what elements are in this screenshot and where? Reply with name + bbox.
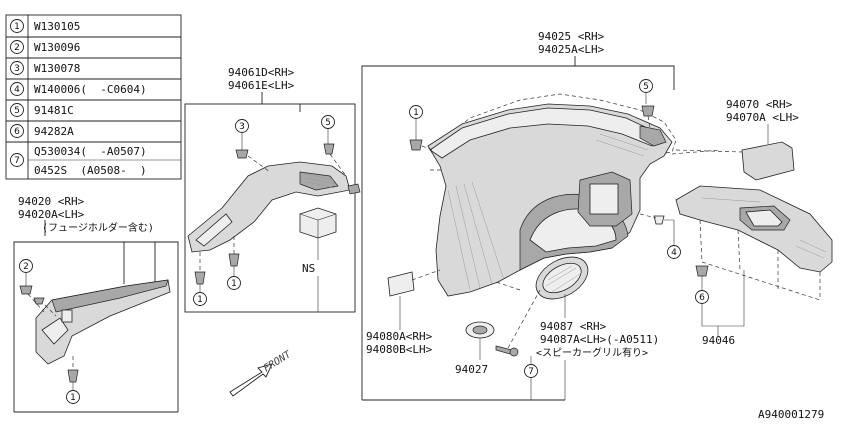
callout-3: 3 (239, 122, 245, 132)
clip-icon (19, 285, 33, 295)
clip-icon (695, 265, 709, 277)
label-94020-note: (フュージホルダー含む) (42, 221, 154, 234)
legend-num-1: 1 (14, 22, 20, 32)
clip-icon (653, 215, 665, 225)
group-94020: 94020 <RH> 94020A<LH> (フュージホルダー含む) 2 1 (13, 195, 179, 413)
label-94025-lh: 94025A<LH> (538, 43, 605, 56)
callout-1-d: 1 (413, 108, 419, 118)
label-ns: NS (302, 262, 315, 275)
callout-1-c: 1 (231, 279, 237, 289)
legend-num-7: 7 (14, 156, 20, 166)
callout-5-b: 5 (643, 82, 649, 92)
label-94087-lh: 94087A<LH>(-A0511) (540, 333, 659, 346)
label-94070-lh: 94070A <LH> (726, 111, 799, 124)
clip-icon (235, 149, 249, 159)
legend-num-4: 4 (14, 85, 20, 95)
figure-id: A940001279 (758, 408, 824, 421)
label-94027: 94027 (455, 363, 488, 376)
front-label: FRONT (262, 349, 294, 375)
legend-code-7b: 0452S (A0508- ) (34, 164, 147, 177)
legend-code-2: W130096 (34, 41, 80, 54)
label-94087-note: <スピーカーグリル有り> (536, 346, 648, 359)
callout-4: 4 (671, 248, 677, 258)
clip-icon (409, 139, 423, 151)
label-94020-lh: 94020A<LH> (18, 208, 85, 221)
label-94080-rh: 94080A<RH> (366, 330, 433, 343)
callout-7: 7 (528, 367, 534, 377)
label-94070-rh: 94070 <RH> (726, 98, 793, 111)
group-94025: 94025 <RH> 94025A<LH> 1 5 (361, 30, 681, 401)
label-94087-rh: 94087 <RH> (540, 320, 607, 333)
clip-icon (194, 271, 206, 285)
legend-code-6: 94282A (34, 125, 74, 138)
clip-icon (641, 105, 655, 117)
group-94070: 94070 <RH> 94070A <LH> (671, 98, 799, 181)
legend-num-5: 5 (14, 106, 20, 116)
group-94061: 94061D<RH> 94061E<LH> NS 3 5 (184, 66, 361, 313)
legend-table: 1 2 3 4 5 6 7 W130105 W130096 W130078 W1… (5, 14, 182, 180)
clip-icon (323, 143, 335, 155)
group-94046: 6 94046 (675, 185, 833, 347)
clip-icon (228, 253, 240, 267)
callout-5-a: 5 (325, 118, 331, 128)
label-94061-lh: 94061E<LH> (228, 79, 295, 92)
legend-code-3: W130078 (34, 62, 80, 75)
legend-num-2: 2 (14, 43, 20, 53)
front-arrow: FRONT (229, 349, 294, 397)
callout-2-a: 2 (23, 262, 29, 272)
screw-icon (495, 345, 513, 355)
legend-num-6: 6 (14, 127, 20, 137)
cover-94070 (741, 141, 795, 181)
label-94061-rh: 94061D<RH> (228, 66, 295, 79)
legend-code-1: W130105 (34, 20, 80, 33)
legend-num-3: 3 (14, 64, 20, 74)
callout-1-b: 1 (197, 295, 203, 305)
callout-6: 6 (699, 293, 705, 303)
bracket-94080 (387, 271, 415, 297)
label-94080-lh: 94080B<LH> (366, 343, 433, 356)
legend-code-4: W140006( -C0604) (34, 83, 147, 96)
clip-icon (67, 369, 79, 383)
label-94025-rh: 94025 <RH> (538, 30, 605, 43)
legend-code-5: 91481C (34, 104, 74, 117)
label-94020-rh: 94020 <RH> (18, 195, 85, 208)
callout-1-a: 1 (70, 393, 76, 403)
label-94046: 94046 (702, 334, 735, 347)
legend-code-7: Q530034( -A0507) (34, 145, 147, 158)
